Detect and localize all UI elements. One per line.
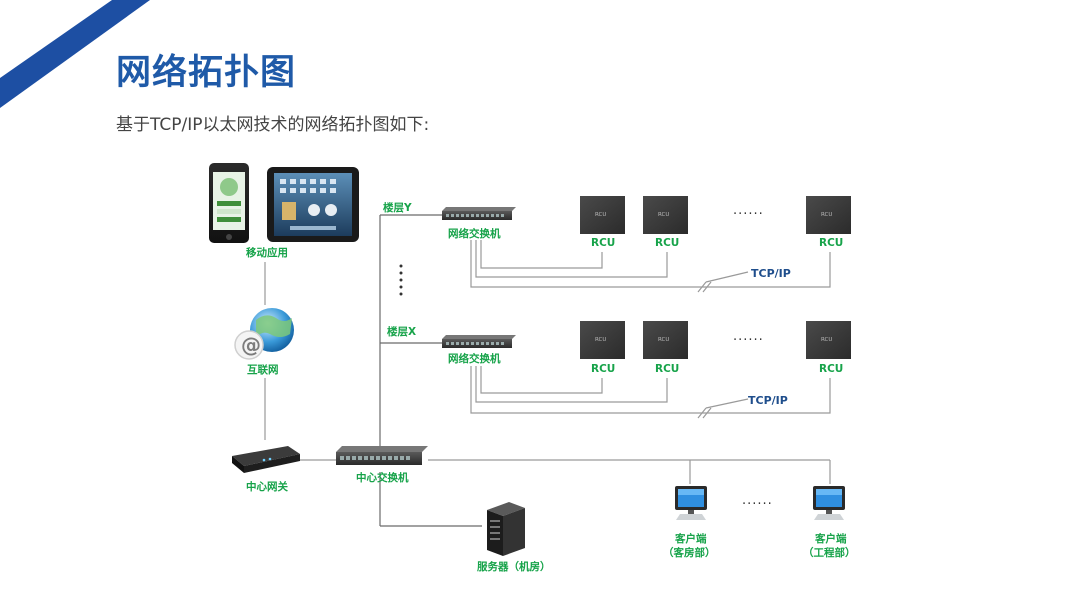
rcu-y1-icon: RCU — [580, 196, 625, 234]
svg-text:RCU: RCU — [658, 337, 669, 343]
rcu-y2-icon: RCU — [643, 196, 688, 234]
rcu-x1-icon: RCU — [580, 321, 625, 359]
floor-x-switch-label: 网络交换机 — [448, 352, 501, 365]
page-title: 网络拓扑图 — [116, 53, 297, 93]
page-subtitle: 基于TCP/IP以太网技术的网络拓扑图如下: — [116, 115, 430, 135]
rcu-x2-icon: RCU — [643, 321, 688, 359]
client2-label-line2: （工程部） — [803, 546, 856, 559]
internet-label: 互联网 — [247, 363, 279, 376]
server-tower-icon — [487, 502, 525, 556]
client2-label-line1: 客户端 — [814, 532, 847, 545]
floor-y-switch-label: 网络交换机 — [448, 227, 501, 240]
rcu-y2-label: RCU — [655, 237, 679, 249]
connection-lines — [264, 214, 831, 527]
client1-label-line1: 客户端 — [674, 532, 707, 545]
corner-decoration — [0, 0, 150, 108]
rcu-x1-label: RCU — [591, 363, 615, 375]
floor-y-switch-icon — [442, 207, 516, 220]
floor-y-label: 楼层Y — [383, 201, 412, 214]
rcu-x-ellipsis: ······ — [733, 333, 764, 348]
floor-x-label: 楼层X — [387, 325, 416, 338]
rcu-x3-label: RCU — [819, 363, 843, 375]
svg-text:RCU: RCU — [821, 337, 832, 343]
mobile-label: 移动应用 — [246, 246, 288, 259]
rcu-y1-label: RCU — [591, 237, 615, 249]
tcpip-y-label: TCP/IP — [751, 267, 791, 280]
tablet-icon — [267, 167, 359, 242]
rcu-y3-label: RCU — [819, 237, 843, 249]
core-switch-label: 中心交换机 — [356, 471, 409, 484]
client-computer-1-icon — [675, 486, 707, 520]
core-switch-icon — [336, 446, 428, 465]
internet-globe-icon: @ — [234, 308, 294, 360]
svg-text:RCU: RCU — [821, 212, 832, 218]
rcu-y3-icon: RCU — [806, 196, 851, 234]
gateway-router-icon — [232, 446, 300, 473]
rcu-y-ellipsis: ······ — [733, 207, 764, 222]
gateway-label: 中心网关 — [246, 480, 288, 493]
tcpip-x-label: TCP/IP — [748, 394, 788, 407]
svg-text:RCU: RCU — [658, 212, 669, 218]
rcu-x3-icon: RCU — [806, 321, 851, 359]
floor-x-switch-icon — [442, 335, 516, 348]
svg-text:RCU: RCU — [595, 212, 606, 218]
client-computer-2-icon — [813, 486, 845, 520]
server-label: 服务器（机房） — [477, 560, 551, 573]
client-ellipsis: ······ — [742, 497, 773, 512]
floor-ellipsis — [399, 264, 403, 296]
rcu-x2-label: RCU — [655, 363, 679, 375]
svg-text:RCU: RCU — [595, 337, 606, 343]
client1-label-line2: （客房部） — [663, 546, 716, 559]
svg-text:@: @ — [241, 333, 261, 357]
smartphone-icon — [209, 163, 249, 243]
